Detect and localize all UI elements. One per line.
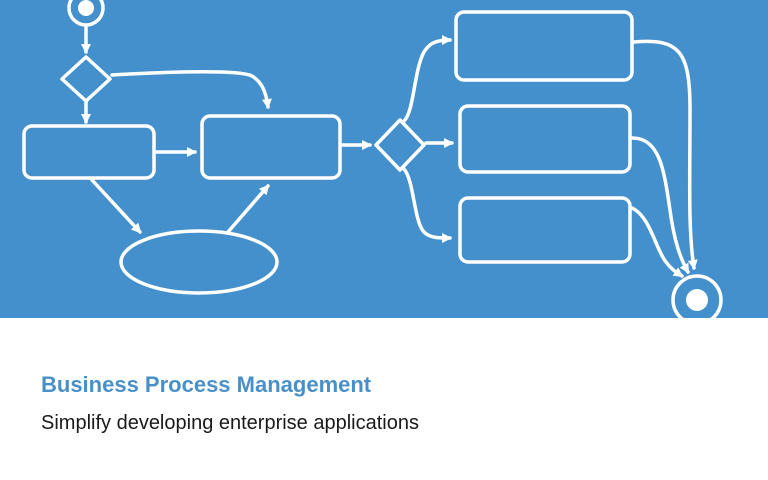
page-subheadline: Simplify developing enterprise applicati…: [41, 412, 419, 434]
intermediate-event-ellipse: [119, 229, 279, 295]
start-event-outer: [67, 0, 105, 27]
flow-ellipse-to-task-middle: [226, 184, 270, 234]
task-box-right-top: [454, 10, 634, 82]
task-box-right-bottom: [458, 196, 632, 264]
end-event-outer: [671, 274, 723, 318]
task-box-middle: [200, 114, 342, 180]
task-box-right-mid: [458, 104, 632, 174]
flow-task-mid-to-end: [630, 136, 690, 274]
decision-gateway-right: [374, 118, 426, 172]
end-event-inner: [686, 289, 708, 311]
caption-panel: [0, 318, 768, 480]
flow-gateway-to-task-middle: [110, 70, 272, 109]
flow-gateway-right-to-task-bottom: [402, 167, 452, 243]
page-headline: Business Process Management: [41, 372, 372, 397]
flow-task-top-to-end: [632, 39, 698, 270]
process-flow-diagram: [0, 0, 768, 318]
start-event-inner: [78, 0, 94, 16]
flow-task-left-to-ellipse: [90, 178, 142, 234]
flow-task-bottom-to-end: [630, 206, 684, 278]
process-diagram-banner: [0, 0, 768, 318]
banner-background: [0, 0, 768, 318]
flow-gateway-right-to-task-top: [402, 35, 452, 123]
task-box-left: [22, 124, 156, 180]
